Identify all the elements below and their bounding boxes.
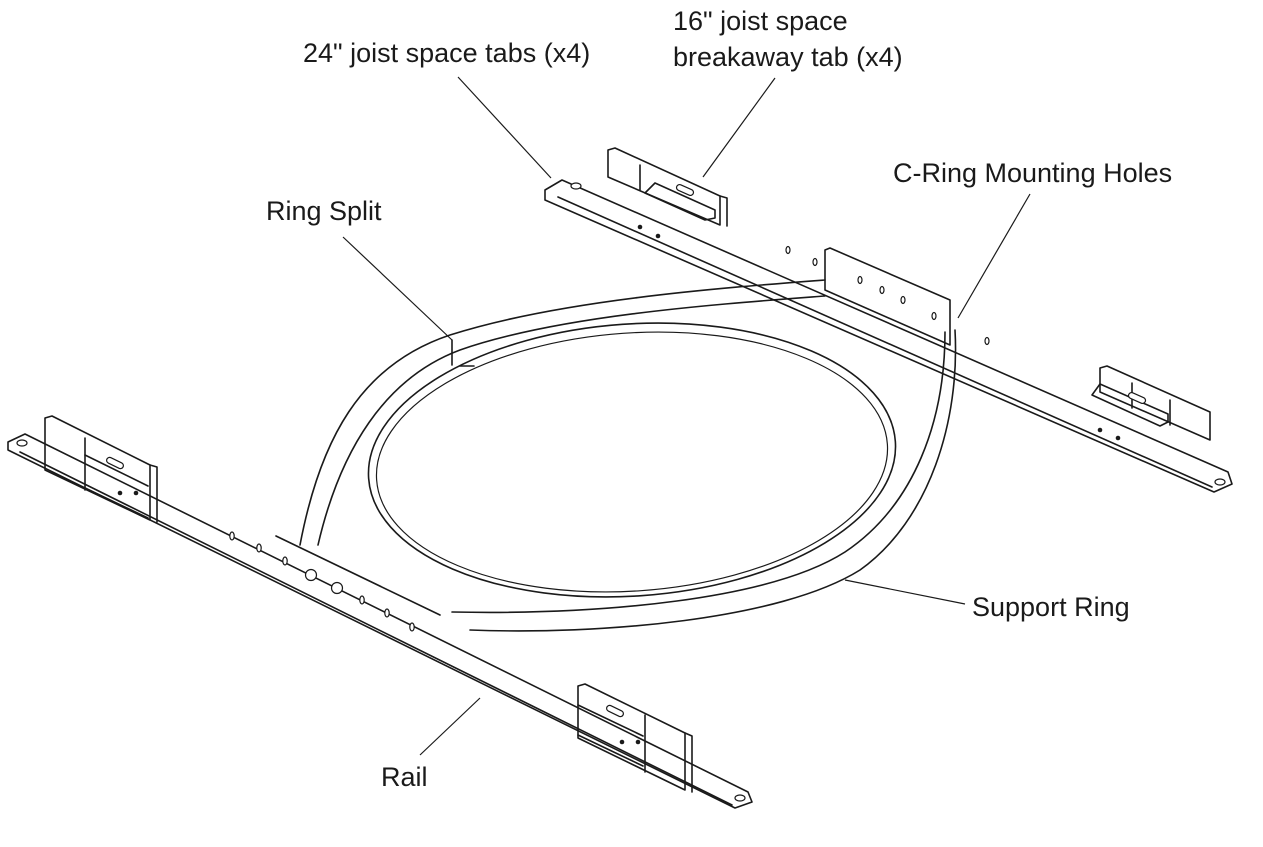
leader-c-ring <box>957 193 1031 319</box>
leader-support-ring <box>844 579 966 605</box>
label-joist16-line1: 16" joist space <box>673 6 848 36</box>
label-joist16-line2: breakaway tab (x4) <box>673 42 903 72</box>
leader-joist24 <box>457 76 552 179</box>
label-ring-split: Ring Split <box>266 196 382 226</box>
leader-rail <box>419 697 481 756</box>
support-ring <box>299 279 957 632</box>
leader-ring-split <box>342 236 453 341</box>
upper-rail <box>544 147 1233 493</box>
lower-rail <box>7 415 753 809</box>
leader-lines <box>342 76 1031 756</box>
label-support-ring: Support Ring <box>972 592 1130 622</box>
leader-joist16 <box>702 77 776 178</box>
label-c-ring-mounting-holes: C-Ring Mounting Holes <box>893 158 1173 188</box>
label-joist24-tabs: 24" joist space tabs (x4) <box>303 38 591 68</box>
label-rail: Rail <box>381 762 428 792</box>
